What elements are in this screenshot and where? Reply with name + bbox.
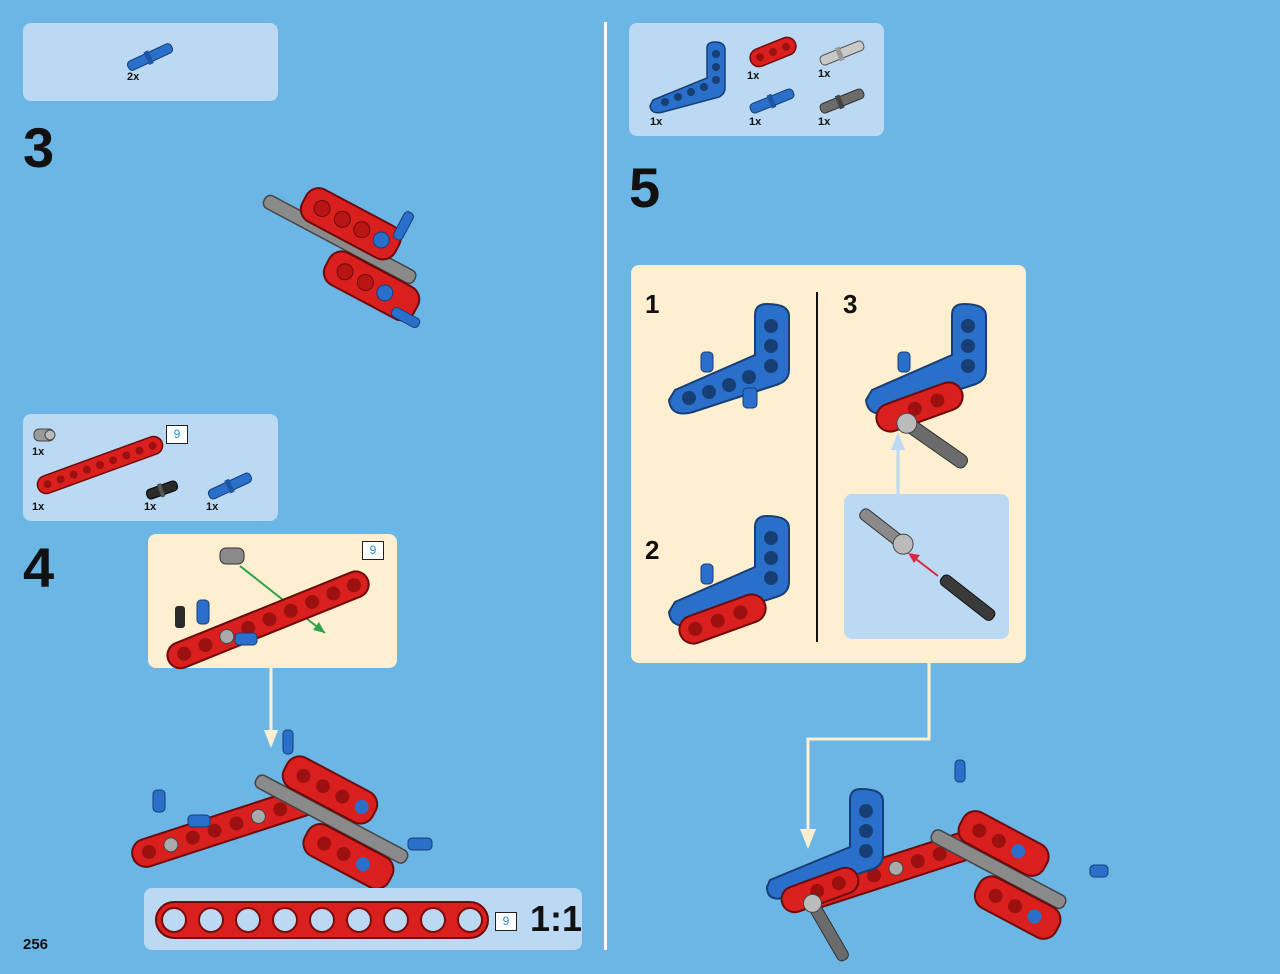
red-beam-3-icon	[749, 36, 797, 68]
step3-number: 3	[23, 116, 55, 179]
step4-subassembly-image	[166, 547, 370, 670]
light-gray-pin-icon	[819, 40, 865, 66]
page-divider	[604, 22, 607, 950]
step5-part4-qty: 1x	[749, 116, 762, 128]
step4-part4-qty: 1x	[206, 501, 219, 513]
blue-axle-pin-icon	[126, 43, 174, 71]
step3-model-image	[262, 187, 421, 329]
step4-model-image	[131, 729, 433, 890]
step5-model-image	[765, 759, 1109, 962]
red-beam-9-icon	[36, 435, 164, 495]
step5-substep-3: 3	[843, 289, 858, 319]
substep3-detail-image	[859, 508, 996, 621]
step5-part2-qty: 1x	[747, 70, 760, 82]
blue-axle-pin-icon	[749, 88, 795, 114]
blue-angle-beam-icon	[649, 41, 726, 114]
page-number: 256	[23, 936, 49, 953]
step4-part3-qty: 1x	[144, 501, 157, 513]
scale-label: 1:1	[530, 898, 583, 939]
step5-substep-1: 1	[645, 289, 660, 319]
step5-parts-box	[629, 23, 884, 136]
step4-subassembly-length-badge: 9	[362, 541, 384, 560]
step5-part3-qty: 1x	[818, 68, 831, 80]
dark-gray-axle-pin-icon	[819, 88, 865, 114]
substep2-image	[667, 514, 790, 645]
blue-axle-pin-icon	[207, 472, 253, 500]
substep1-image	[667, 302, 790, 415]
ruler-length-badge: 9	[495, 912, 517, 931]
gray-bush-icon	[33, 428, 56, 442]
step5-part1-qty: 1x	[650, 116, 663, 128]
substep3-image	[864, 302, 987, 469]
step5-number: 5	[629, 156, 661, 219]
substep3-arrow-up	[891, 432, 905, 494]
step4-number: 4	[23, 536, 55, 599]
black-pin-icon	[145, 480, 179, 500]
step5-substep-2: 2	[645, 535, 660, 565]
step3-part-qty: 2x	[127, 71, 140, 83]
step5-connector-line	[800, 663, 931, 849]
step5-substep-divider	[816, 292, 818, 642]
step4-part1-qty: 1x	[32, 446, 45, 458]
step4-part2-qty: 1x	[32, 501, 45, 513]
step4-beam-length-badge: 9	[166, 425, 188, 444]
ruler-beam-image	[155, 901, 489, 939]
step5-part5-qty: 1x	[818, 116, 831, 128]
step4-arrow-down	[264, 668, 278, 748]
